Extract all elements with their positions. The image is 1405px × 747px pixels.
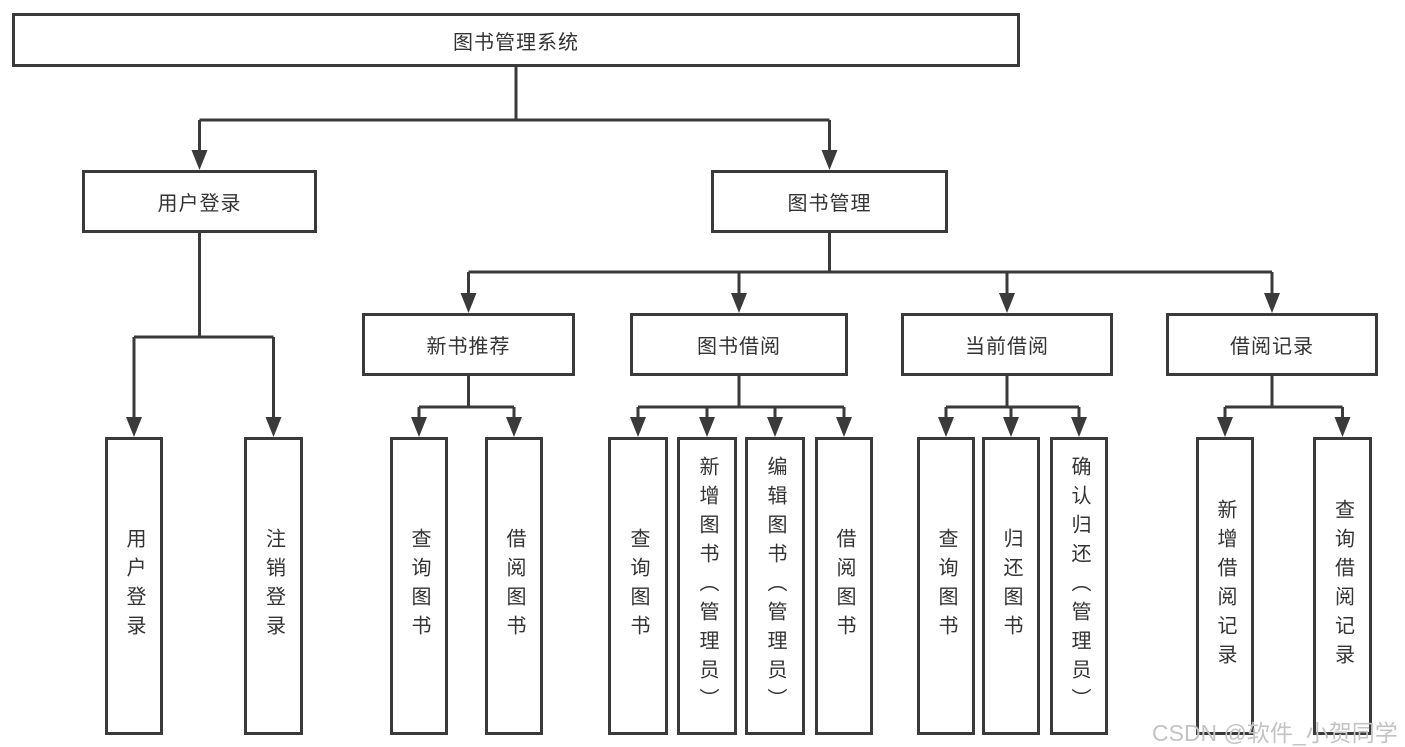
node-user-login-label: 用户登录 <box>157 193 242 215</box>
leaf-bb-edit-books-admin-label: 编辑图书（管理员） <box>764 455 786 717</box>
node-current-borrow-label: 当前借阅 <box>965 336 1049 358</box>
leaf-cb-confirm-return-admin: 确认归还（管理员） <box>1050 437 1108 735</box>
leaf-cb-query-books-label: 查询图书 <box>935 528 957 644</box>
node-root-label: 图书管理系统 <box>453 31 579 54</box>
node-book-borrow-label: 图书借阅 <box>697 336 781 358</box>
leaf-br-query-record-label: 查询借阅记录 <box>1331 499 1354 673</box>
leaf-nbr-query-books-label: 查询图书 <box>408 528 430 644</box>
leaf-logout: 注销登录 <box>244 437 303 735</box>
leaf-bb-add-books-admin: 新增图书（管理员） <box>677 437 737 735</box>
node-book-mgmt: 图书管理 <box>711 170 948 233</box>
node-root: 图书管理系统 <box>12 13 1020 67</box>
node-book-borrow: 图书借阅 <box>630 313 848 376</box>
leaf-cb-return-books: 归还图书 <box>982 437 1040 735</box>
node-book-mgmt-label: 图书管理 <box>787 193 872 215</box>
node-user-login: 用户登录 <box>82 170 317 233</box>
node-current-borrow: 当前借阅 <box>901 313 1113 376</box>
node-new-book-rec-label: 新书推荐 <box>426 336 511 358</box>
leaf-nbr-borrow-books-label: 借阅图书 <box>503 528 525 644</box>
leaf-bb-edit-books-admin: 编辑图书（管理员） <box>745 437 805 735</box>
leaf-bb-query-books: 查询图书 <box>608 437 668 735</box>
leaf-br-add-record: 新增借阅记录 <box>1196 437 1254 735</box>
connector-trunks <box>134 67 1343 409</box>
leaf-nbr-borrow-books: 借阅图书 <box>485 437 543 735</box>
node-new-book-rec: 新书推荐 <box>362 313 575 376</box>
leaf-cb-return-books-label: 归还图书 <box>1000 528 1022 644</box>
leaf-bb-borrow-books-label: 借阅图书 <box>833 528 855 644</box>
csdn-watermark: CSDN @软件_小贺同学 <box>1152 720 1398 746</box>
leaf-bb-add-books-admin-label: 新增图书（管理员） <box>696 455 718 717</box>
leaf-bb-query-books-label: 查询图书 <box>627 528 649 644</box>
leaf-user-login: 用户登录 <box>105 437 163 735</box>
leaf-cb-confirm-return-admin-label: 确认归还（管理员） <box>1068 455 1090 717</box>
leaf-logout-label: 注销登录 <box>262 528 285 644</box>
leaf-nbr-query-books: 查询图书 <box>390 437 448 735</box>
leaf-bb-borrow-books: 借阅图书 <box>815 437 873 735</box>
node-borrow-record-label: 借阅记录 <box>1230 336 1314 358</box>
leaf-user-login-label: 用户登录 <box>123 528 145 644</box>
leaf-br-query-record: 查询借阅记录 <box>1313 437 1372 735</box>
node-borrow-record: 借阅记录 <box>1166 313 1378 376</box>
leaf-br-add-record-label: 新增借阅记录 <box>1214 499 1236 673</box>
leaf-cb-query-books: 查询图书 <box>917 437 975 735</box>
